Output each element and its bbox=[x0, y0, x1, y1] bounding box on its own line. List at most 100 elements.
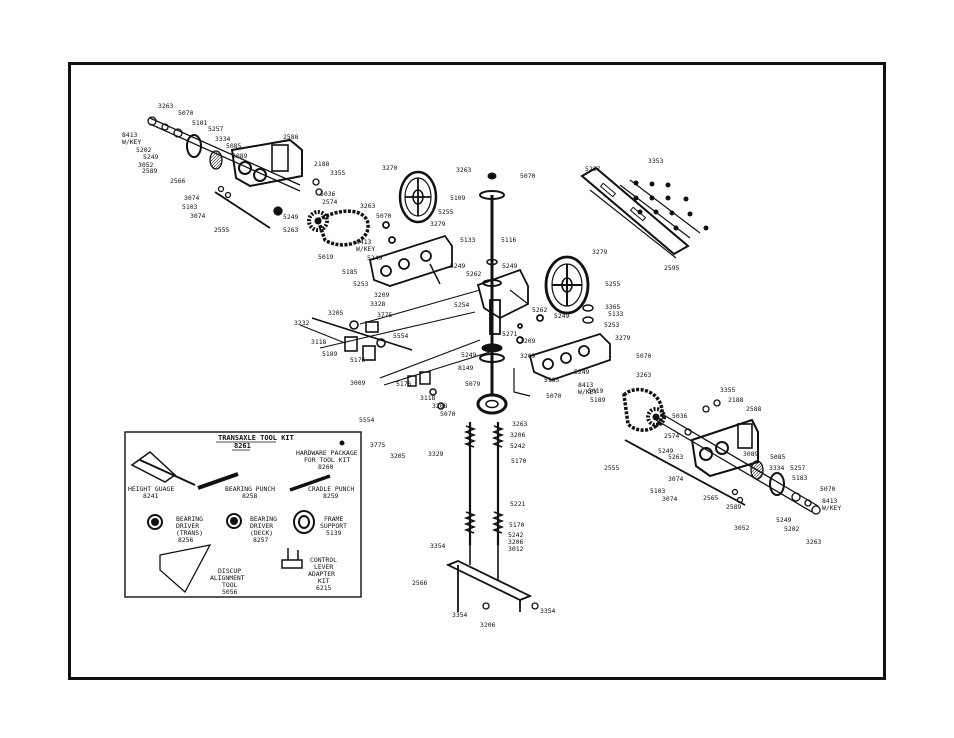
part-label: 3354 bbox=[452, 611, 468, 619]
part-label: 5176 bbox=[396, 380, 412, 388]
part-label: 3012 bbox=[508, 545, 524, 553]
part-label: 5036 bbox=[320, 190, 336, 198]
part-label: 5221 bbox=[510, 500, 526, 508]
kit-item-name: DRIVER bbox=[176, 522, 199, 530]
part-label: 3052 bbox=[734, 524, 750, 532]
left-cradle-housing bbox=[368, 221, 453, 287]
part-label: 5036 bbox=[672, 412, 688, 420]
part-label: 5070 bbox=[546, 392, 562, 400]
lower-spring-assembly bbox=[445, 422, 539, 612]
part-label: 2574 bbox=[664, 432, 680, 440]
part-label: 5070 bbox=[636, 352, 652, 360]
upper-left-axle-assembly bbox=[147, 116, 323, 229]
part-label: 5249 bbox=[574, 368, 590, 376]
part-label: 5185 bbox=[544, 376, 560, 384]
part-label: 2595 bbox=[664, 264, 680, 272]
part-label: 3089 bbox=[232, 152, 248, 160]
bearing-punch-icon bbox=[197, 472, 239, 490]
part-label: 3775 bbox=[370, 441, 386, 449]
part-label: 2589 bbox=[142, 167, 158, 175]
part-label: 5262 bbox=[532, 306, 548, 314]
part-label: 3118 bbox=[420, 394, 436, 402]
part-label: 3334 bbox=[215, 135, 231, 143]
kit-item-part: 8241 bbox=[143, 492, 159, 500]
part-label: 3279 bbox=[430, 220, 446, 228]
part-label: 5085 bbox=[226, 142, 242, 150]
lower-center-small-parts bbox=[407, 368, 531, 410]
part-label: 5262 bbox=[466, 270, 482, 278]
hardware-package-icon bbox=[339, 440, 345, 446]
part-label: 2574 bbox=[322, 198, 338, 206]
left-drive-chain bbox=[315, 209, 370, 247]
kit-item-part: 6215 bbox=[316, 584, 332, 592]
part-label: 3263 bbox=[512, 420, 528, 428]
part-label: 5249 bbox=[283, 213, 299, 221]
part-label: 2566 bbox=[412, 579, 428, 587]
tool-kit-box: TRANSAXLE TOOL KIT 8261 HEIGHT GUAGE 824… bbox=[124, 431, 362, 598]
kit-title: TRANSAXLE TOOL KIT bbox=[218, 434, 294, 442]
part-label: 3205 bbox=[390, 452, 406, 460]
part-label: 3118 bbox=[311, 338, 327, 346]
center-right-gear-housing bbox=[516, 304, 611, 381]
part-label: 5255 bbox=[438, 208, 454, 216]
kit-item-name: ADAPTER bbox=[308, 570, 335, 578]
part-label: 3263 bbox=[636, 371, 652, 379]
part-label: 3365 bbox=[605, 303, 621, 311]
part-label: 5070 bbox=[440, 410, 456, 418]
part-label: 3009 bbox=[350, 379, 366, 387]
right-pulley-wheel bbox=[544, 255, 590, 315]
part-label: 2188 bbox=[314, 160, 330, 168]
part-label: 5085 bbox=[770, 453, 786, 461]
part-label: 5249 bbox=[658, 447, 674, 455]
part-label: 3263 bbox=[360, 202, 376, 210]
part-label: 5133 bbox=[460, 236, 476, 244]
part-label: 5257 bbox=[208, 125, 224, 133]
left-sprocket bbox=[307, 210, 329, 232]
part-label: 3354 bbox=[540, 607, 556, 615]
kit-item-name: ALIGNMENT bbox=[210, 574, 245, 582]
part-label: 3206 bbox=[510, 431, 526, 439]
kit-item-part: 5056 bbox=[222, 588, 238, 596]
part-label: 5267 bbox=[585, 165, 601, 173]
part-label: 5554 bbox=[359, 416, 375, 424]
part-label: 3279 bbox=[615, 334, 631, 342]
kit-item-name: FOR TOOL KIT bbox=[304, 456, 350, 464]
part-label: 3329 bbox=[428, 450, 444, 458]
diagram-frame bbox=[68, 62, 886, 680]
part-label: 3279 bbox=[592, 248, 608, 256]
part-label: 3270 bbox=[382, 164, 398, 172]
part-label: 2555 bbox=[604, 464, 620, 472]
kit-item-name: SUPPORT bbox=[320, 522, 347, 530]
part-label: 5249 bbox=[461, 351, 477, 359]
part-label: 5189 bbox=[590, 396, 606, 404]
part-label: 5257 bbox=[790, 464, 806, 472]
kit-item-name: BEARING bbox=[250, 515, 277, 523]
center-vertical-shaft bbox=[476, 172, 508, 415]
part-label: 3355 bbox=[330, 169, 346, 177]
part-label: 5242 bbox=[510, 442, 526, 450]
part-label: 5019 bbox=[318, 253, 334, 261]
part-label: 2589 bbox=[726, 503, 742, 511]
part-label: 2566 bbox=[170, 177, 186, 185]
part-label: 5189 bbox=[322, 350, 338, 358]
part-label: 5249 bbox=[450, 262, 466, 270]
part-label: 3074 bbox=[668, 475, 684, 483]
part-label: 5170 bbox=[511, 457, 527, 465]
part-label: 5183 bbox=[792, 474, 808, 482]
upper-pulley-wheel bbox=[398, 170, 438, 224]
part-label: 5202 bbox=[784, 525, 800, 533]
part-label: 5079 bbox=[465, 380, 481, 388]
kit-number: 8261 bbox=[234, 442, 251, 450]
lower-right-axle-assembly bbox=[624, 399, 821, 515]
part-label: 3205 bbox=[328, 309, 344, 317]
part-label: 5255 bbox=[605, 280, 621, 288]
part-label: 5249 bbox=[367, 254, 383, 262]
kit-item-name: KIT bbox=[318, 577, 330, 585]
part-label: 5253 bbox=[604, 321, 620, 329]
part-label: 3263 bbox=[158, 102, 174, 110]
bearing-driver-deck-icon bbox=[226, 513, 242, 529]
kit-item-name: BEARING bbox=[176, 515, 203, 523]
